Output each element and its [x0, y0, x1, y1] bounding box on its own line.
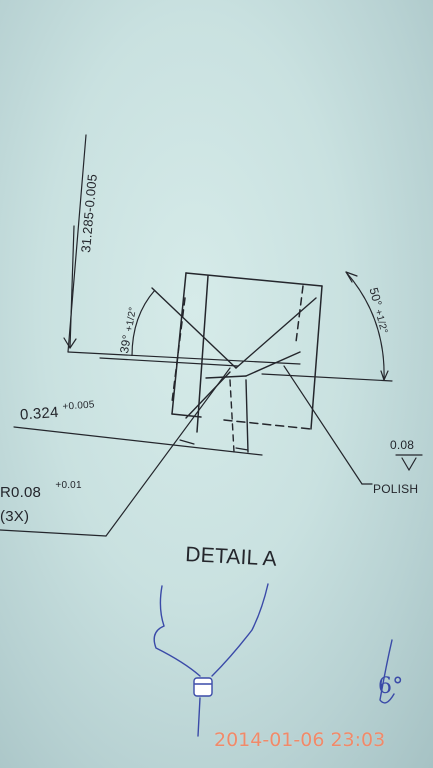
v-groove [151, 287, 317, 453]
detail-title: DETAIL A [184, 543, 278, 571]
polish-note: POLISH [373, 482, 419, 496]
pen-sketch [153, 583, 395, 737]
surface-finish-label: 0.08 [390, 438, 415, 452]
radius-value: R0.08 [0, 484, 42, 501]
pen-mark: 6° [378, 674, 404, 699]
photo-timestamp: 2014-01-06 23:03 [214, 729, 386, 751]
dimension-lines [0, 134, 423, 537]
radius-quantity-label: (3X) [0, 508, 30, 525]
dimension-width-value: 0.324 [19, 403, 60, 424]
radius-tolerance: +0.01 [55, 480, 82, 491]
angle-arcs [131, 271, 385, 381]
dimension-width-tolerance: +0.005 [62, 399, 95, 413]
part-outline [171, 272, 323, 433]
radius-label: R0.08 +0.01 [0, 480, 82, 501]
